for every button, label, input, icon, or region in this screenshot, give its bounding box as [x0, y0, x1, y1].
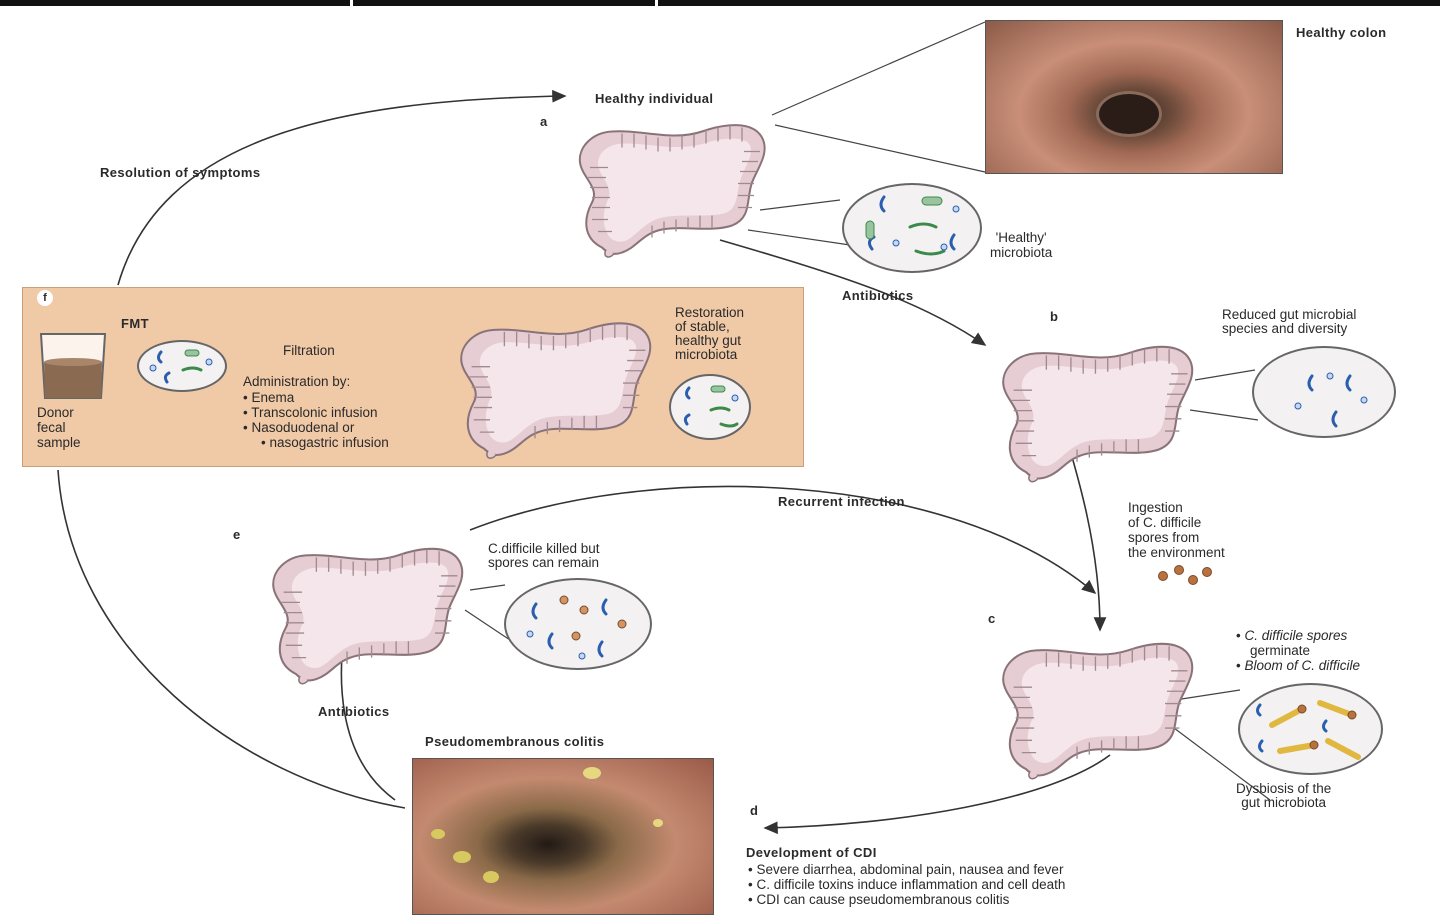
recurrent-infection-label: Recurrent infection: [778, 494, 905, 509]
healthy-colon-photo: [985, 20, 1283, 174]
pseudomembranous-colitis-photo: [412, 758, 714, 915]
donor-microbiota-circle: [137, 340, 227, 392]
restored-colon-illustration: [443, 302, 668, 462]
antibiotics-label-2: Antibiotics: [318, 704, 390, 719]
ingestion-label: Ingestion of C. difficile spores from th…: [1128, 500, 1225, 560]
bacteria-icon: [865, 195, 960, 256]
beaker-icon: [39, 333, 107, 399]
cdiff-colon-illustration: [985, 615, 1210, 790]
top-border: [0, 0, 1440, 6]
cdiff-bullets: • C. difficile spores germinate • Bloom …: [1236, 628, 1361, 673]
stage-b-letter: b: [1050, 309, 1058, 324]
pseudomembranous-colitis-label: Pseudomembranous colitis: [425, 734, 605, 749]
fmt-label: FMT: [121, 316, 149, 331]
arrow-antibiotics-a-b: [719, 239, 987, 346]
development-of-cdi-title: Development of CDI: [746, 845, 877, 860]
fmt-panel: f FMT Donor fecal sample Filtra: [22, 287, 804, 467]
stage-a-letter: a: [540, 114, 548, 129]
administration-list: Enema Transcolonic infusion Nasoduodenal…: [243, 390, 389, 450]
donor-fecal-sample-label: Donor fecal sample: [37, 405, 81, 450]
arrow-resolution: [117, 89, 567, 286]
dysbiosis-label: Dysbiosis of the gut microbiota: [1236, 781, 1332, 810]
stage-d-letter: d: [750, 803, 758, 818]
administration-title: Administration by:: [243, 374, 351, 389]
healthy-individual-label: Healthy individual: [595, 91, 714, 106]
antibiotic-treated-colon-illustration: [255, 520, 480, 695]
healthy-microbiota-label: 'Healthy' microbiota: [990, 230, 1053, 260]
resolution-of-symptoms-label: Resolution of symptoms: [100, 165, 261, 180]
dysbiosis-circle: [1238, 683, 1383, 775]
stage-f-letter: f: [37, 290, 53, 306]
filtration-label: Filtration: [283, 343, 335, 358]
cdi-symptom-list: Severe diarrhea, abdominal pain, nausea …: [748, 862, 1065, 907]
stage-e-letter: e: [233, 527, 241, 542]
spores-remain-circle: [504, 578, 652, 670]
reduced-microbiota-circle: [1252, 346, 1396, 438]
antibiotics-label-1: Antibiotics: [842, 288, 914, 303]
arrow-fmt-loop: [57, 469, 406, 809]
healthy-colon-illustration: [562, 100, 782, 265]
reduced-diversity-colon-illustration: [985, 318, 1210, 493]
spores-icon: [1158, 565, 1212, 585]
stage-c-letter: c: [988, 611, 996, 626]
restoration-label: Restoration of stable, healthy gut micro…: [675, 305, 745, 362]
cdiff-killed-label: C.difficile killed but spores can remain: [488, 541, 600, 570]
arrow-recurrent: [469, 485, 1097, 595]
arrow-c-d: [763, 754, 1111, 835]
reduced-diversity-label: Reduced gut microbial species and divers…: [1222, 307, 1357, 336]
restored-microbiota-circle: [669, 374, 751, 440]
healthy-colon-label: Healthy colon: [1296, 25, 1387, 40]
healthy-microbiota-circle: [842, 183, 982, 273]
